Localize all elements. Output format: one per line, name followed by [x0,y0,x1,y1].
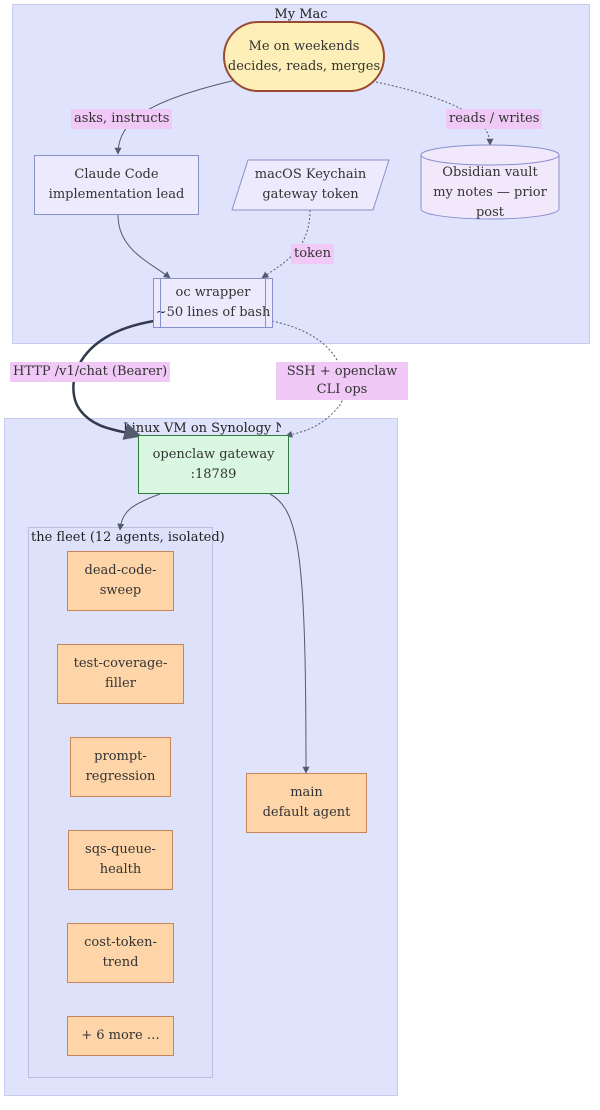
node-keychain-line1: macOS Keychain [254,167,367,182]
edge-ssh [271,320,345,438]
wrapper-left-bar [160,279,161,327]
node-claude-code: Claude Code implementation lead [34,155,199,215]
node-keychain-line2: gateway token [262,187,359,202]
fleet-0-line1: dead-code- [84,563,157,578]
node-oc-wrapper: oc wrapper ~50 lines of bash [153,278,273,328]
edge-http [72,319,155,440]
fleet-3-line1: sqs-queue- [85,842,156,857]
fleet-3-line2: health [99,862,142,877]
fleet-2-line1: prompt- [94,749,147,764]
cluster-linux-vm-title: Linux VM on Synology NAS [123,421,281,436]
cluster-fleet-title: the fleet (12 agents, isolated) [31,530,225,545]
node-obsidian-vault: Obsidian vault my notes — prior post [421,165,559,220]
node-gateway-line2: :18789 [190,466,237,482]
node-fleet-prompt-regression: prompt- regression [70,737,171,797]
node-me-line1: Me on weekends [248,38,360,54]
node-fleet-dead-code-sweep: dead-code- sweep [67,551,174,611]
node-fleet-more: + 6 more … [67,1016,174,1056]
node-main-agent: main default agent [246,773,367,833]
node-openclaw-gateway: openclaw gateway :18789 [138,435,289,494]
fleet-4-line2: trend [102,955,139,970]
node-wrapper-line2: ~50 lines of bash [155,305,271,320]
edge-label-reads-writes: reads / writes [446,109,543,129]
node-fleet-test-coverage-filler: test-coverage- filler [57,644,184,704]
wrapper-right-bar [265,279,266,327]
node-fleet-sqs-queue-health: sqs-queue- health [68,830,173,890]
node-wrapper-line1: oc wrapper [175,285,251,300]
node-me-on-weekends: Me on weekends decides, reads, merges [223,21,385,92]
node-claude-line2: implementation lead [48,187,185,202]
edge-gateway-main [269,493,310,774]
fleet-4-line1: cost-token- [84,935,157,950]
node-claude-line1: Claude Code [74,167,159,182]
edge-label-ssh: SSH + openclaw CLI ops [276,362,408,400]
edge-label-http: HTTP /v1/chat (Bearer) [10,362,171,382]
fleet-5-line1: + 6 more … [81,1028,160,1043]
node-me-line2: decides, reads, merges [227,58,381,74]
cluster-my-mac-title: My Mac [274,7,328,22]
node-gateway-line1: openclaw gateway [152,446,275,462]
fleet-1-line2: filler [105,676,136,691]
edge-label-token: token [291,244,334,264]
cluster-fleet: the fleet (12 agents, isolated) [28,527,225,1078]
edge-gateway-fleet [117,493,161,531]
node-main-line1: main [290,785,323,800]
edge-label-asks: asks, instructs [71,109,173,129]
node-macos-keychain: macOS Keychain gateway token [240,160,381,210]
node-fleet-cost-token-trend: cost-token- trend [67,923,174,983]
edge-claude-wrapper [117,214,171,279]
node-vault-line2: my notes — prior post [433,185,547,220]
node-vault-line1: Obsidian vault [442,165,538,180]
fleet-1-line1: test-coverage- [73,656,168,671]
fleet-2-line2: regression [85,769,156,784]
node-main-line2: default agent [262,805,351,820]
fleet-0-line2: sweep [99,583,142,598]
